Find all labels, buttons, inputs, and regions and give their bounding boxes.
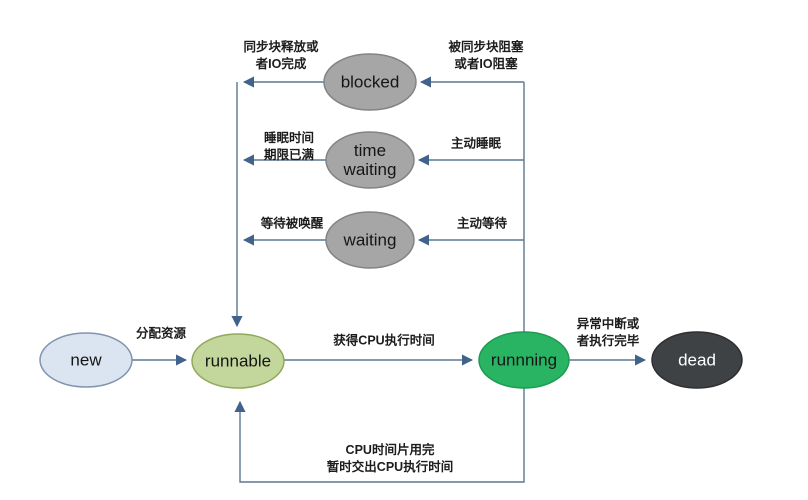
label-running-to-timed-waiting: 主动睡眠 xyxy=(450,136,502,151)
label-new-to-runnable: 分配资源 xyxy=(135,326,187,341)
state-new-ellipse xyxy=(39,332,133,388)
state-dead-ellipse xyxy=(651,331,743,389)
label-blocked-to-runnable: 同步块释放或 者IO完成 xyxy=(243,40,319,71)
label-running-to-waiting: 主动等待 xyxy=(456,216,508,231)
state-running-label: runnning xyxy=(490,350,558,370)
arrow-running-to-runnable-loop xyxy=(234,388,525,483)
state-runnable-label: runnable xyxy=(204,351,272,371)
state-waiting-label: waiting xyxy=(343,230,397,250)
transition-arrows xyxy=(132,76,647,483)
state-new-label: new xyxy=(70,350,102,370)
state-runnable-ellipse xyxy=(191,333,285,389)
state-running-ellipse xyxy=(478,331,570,389)
state-blocked-ellipse xyxy=(323,53,417,111)
state-dead-label: dead xyxy=(678,350,716,370)
label-waiting-to-runnable: 等待被唤醒 xyxy=(260,216,324,231)
state-timed-waiting-label: time waiting xyxy=(343,140,397,179)
label-running-to-blocked: 被同步块阻塞 或者IO阻塞 xyxy=(448,40,524,71)
state-timed-waiting-ellipse xyxy=(325,131,415,189)
state-waiting-ellipse xyxy=(325,211,415,269)
label-timed-waiting-to-runnable: 睡眠时间 期限已满 xyxy=(263,131,315,162)
label-running-to-dead: 异常中断或 者执行完毕 xyxy=(576,317,640,348)
label-running-to-runnable-loop: CPU时间片用完 暂时交出CPU执行时间 xyxy=(326,443,454,474)
label-runnable-to-running: 获得CPU执行时间 xyxy=(333,333,435,348)
state-blocked-label: blocked xyxy=(340,72,400,92)
